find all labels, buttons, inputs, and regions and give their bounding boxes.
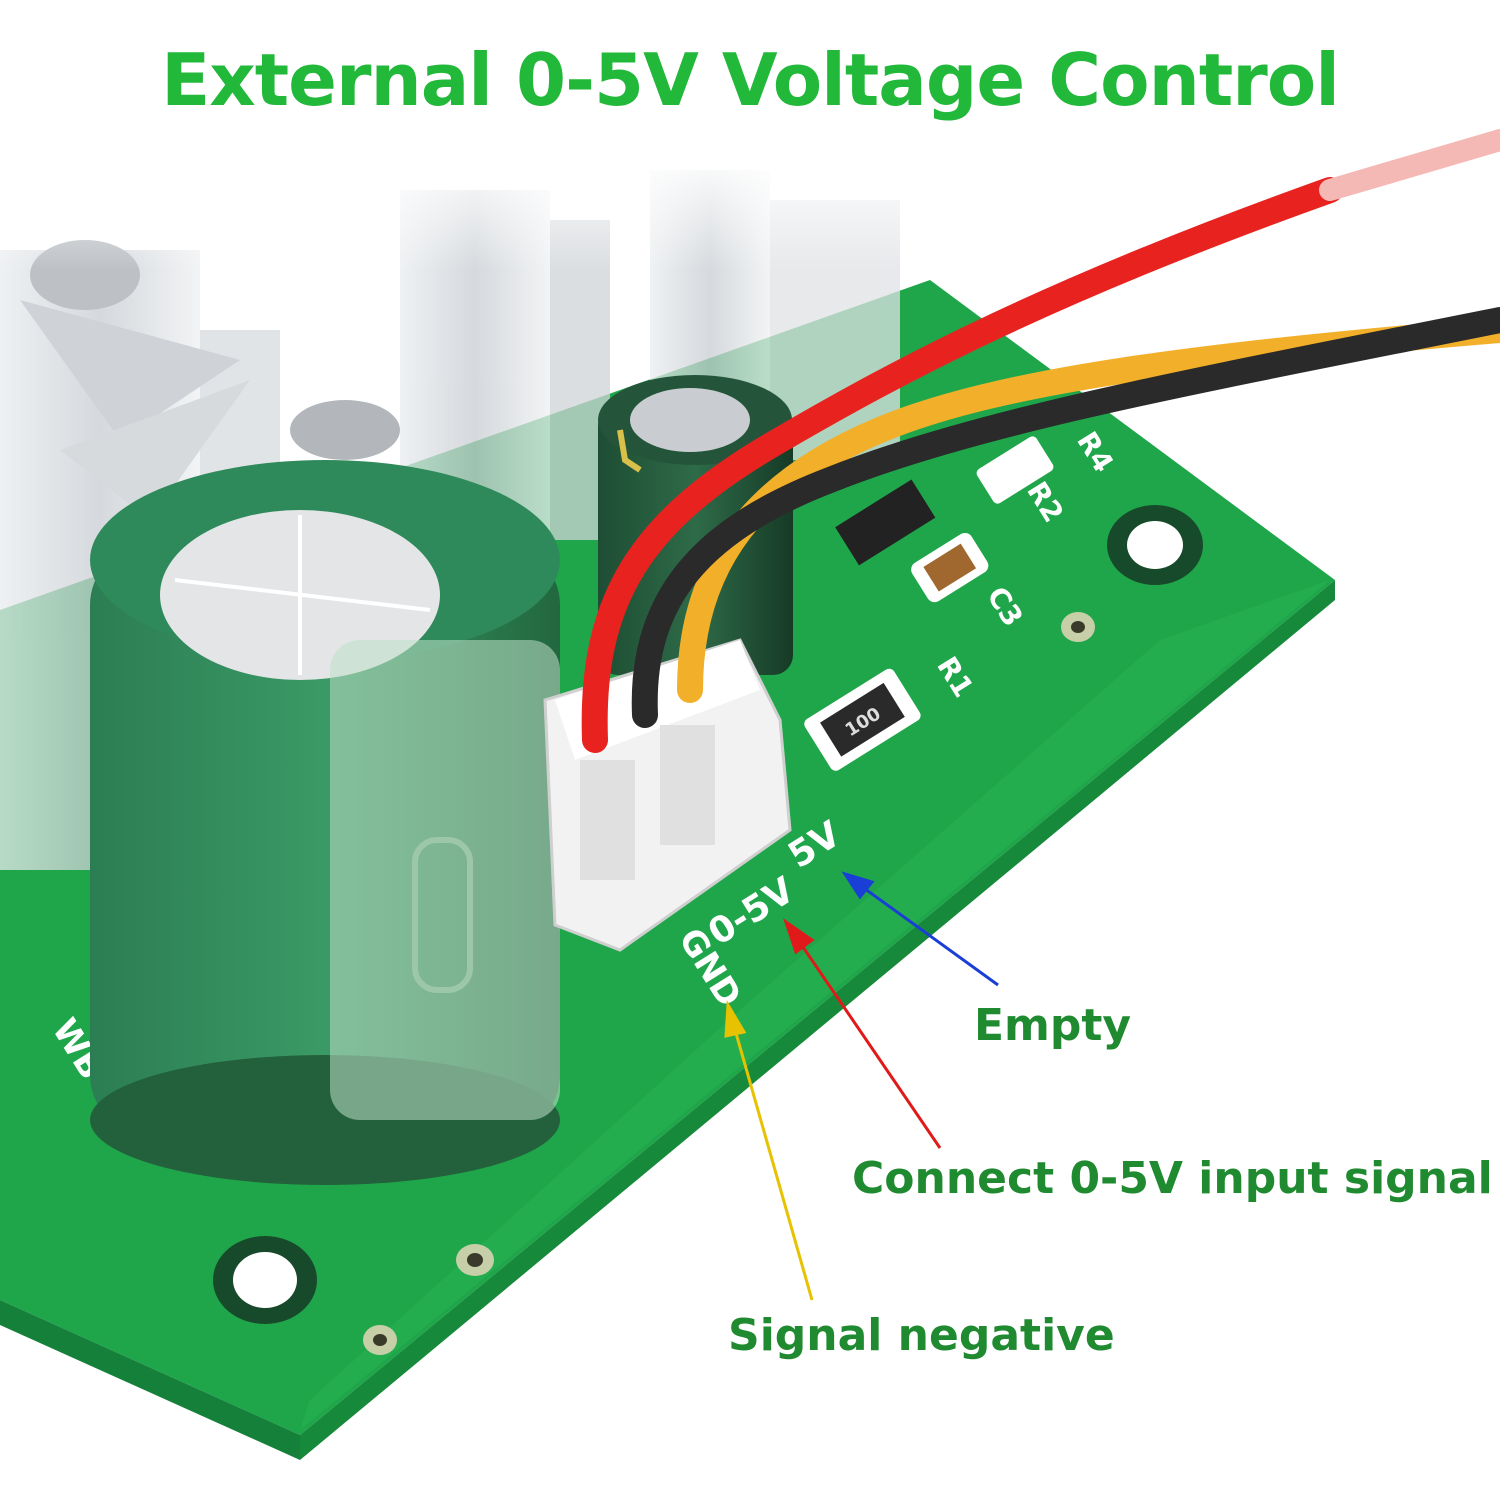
arrow-signal — [788, 927, 942, 1149]
mounting-holes — [213, 505, 1203, 1355]
large-capacitor — [90, 460, 560, 1185]
callout-signal: Connect 0-5V input signal — [852, 1153, 1493, 1204]
callout-arrows — [724, 871, 999, 1301]
callout-negative: Signal negative — [728, 1310, 1115, 1361]
wires — [581, 129, 1500, 753]
wire-red — [581, 177, 1343, 753]
page-title: External 0-5V Voltage Control — [161, 38, 1340, 122]
wire-yellow — [677, 317, 1500, 703]
arrow-empty — [849, 876, 999, 987]
callout-empty: Empty — [974, 1000, 1132, 1051]
smd-components — [804, 436, 1054, 771]
wire-black — [631, 307, 1500, 728]
arrow-negative — [728, 1011, 814, 1301]
